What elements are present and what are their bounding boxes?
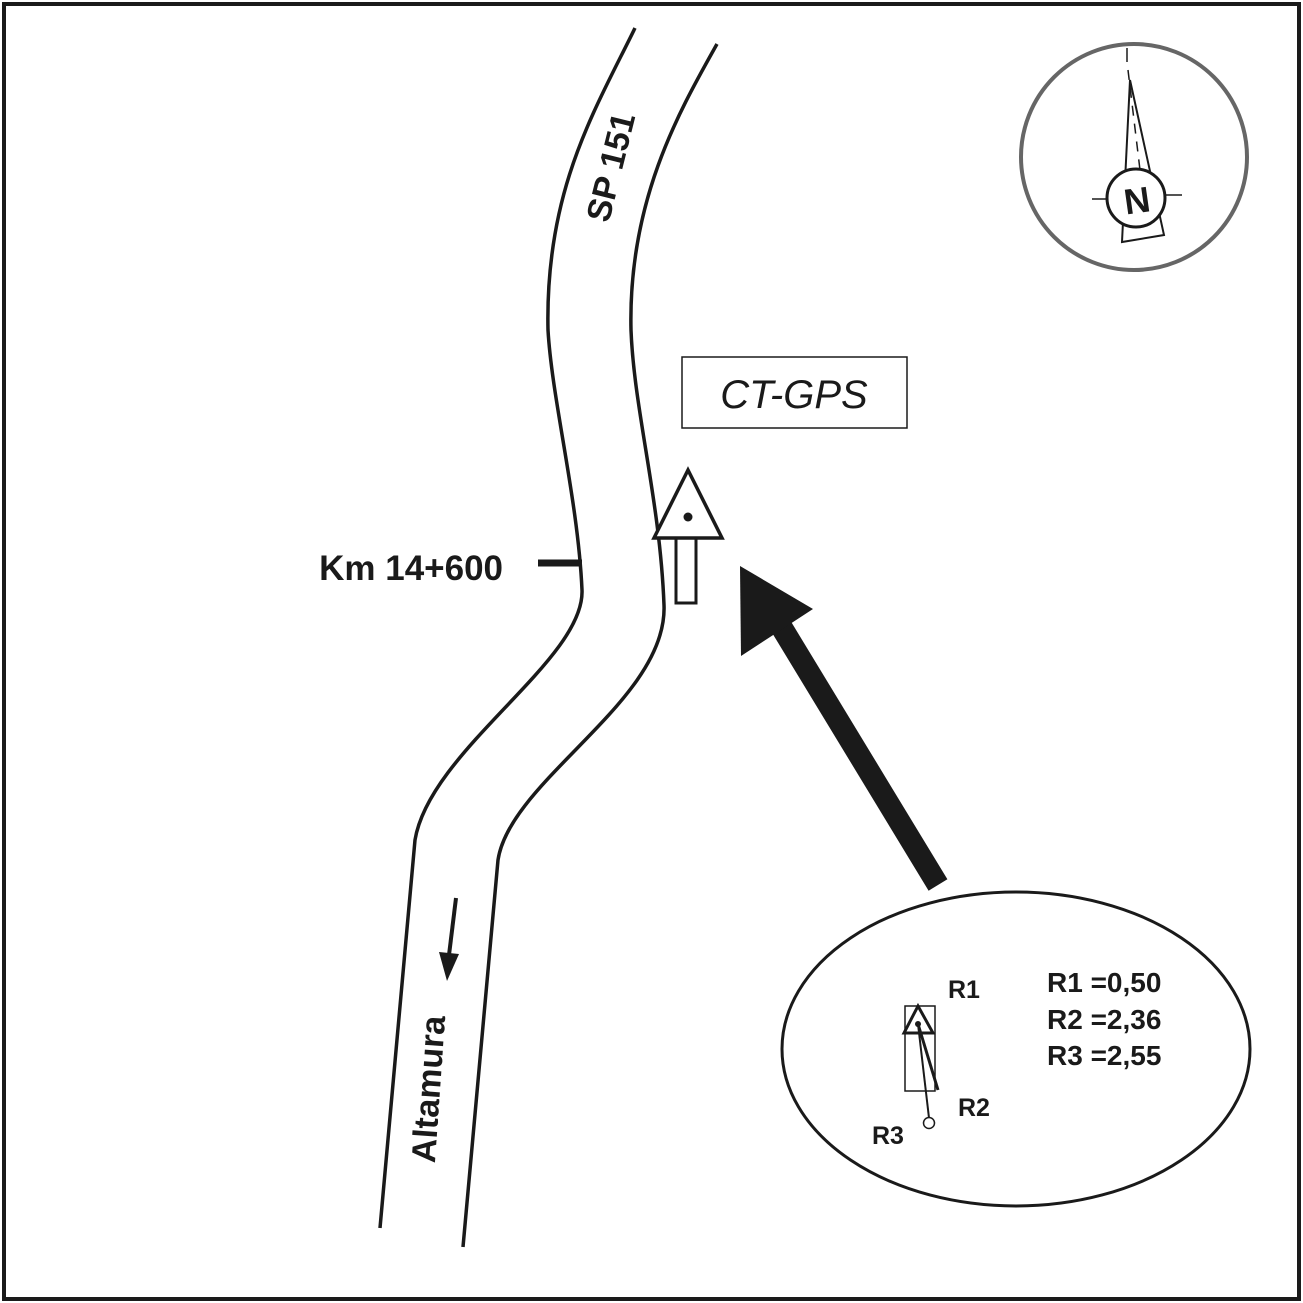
distance-r1-text: R1 =0,50 bbox=[1047, 967, 1161, 998]
pointer-arrow-shaft bbox=[772, 622, 948, 891]
distance-r2-text: R2 =2,36 bbox=[1047, 1004, 1161, 1035]
detail-r1-label: R1 bbox=[948, 976, 980, 1004]
station-label-box bbox=[681, 356, 908, 429]
station-triangle-icon bbox=[651, 466, 725, 540]
road-edge-right bbox=[461, 43, 719, 1248]
compass-ring bbox=[1019, 42, 1249, 272]
compass-needle-icon bbox=[1120, 79, 1166, 244]
detail-ellipse bbox=[780, 890, 1252, 1208]
direction-label: Altamura bbox=[405, 1013, 453, 1164]
detail-r3-label: R3 bbox=[872, 1122, 904, 1150]
station-center-dot bbox=[683, 512, 693, 522]
direction-arrow-head bbox=[439, 952, 459, 981]
station-post bbox=[674, 536, 698, 605]
compass-north-letter: N bbox=[1121, 178, 1152, 222]
road-edge-left bbox=[378, 27, 637, 1229]
compass-center-circle bbox=[1105, 167, 1167, 229]
detail-line-r3 bbox=[917, 1023, 930, 1119]
direction-arrow-shaft bbox=[447, 897, 458, 956]
detail-line-r2 bbox=[916, 1023, 940, 1091]
station-label: CT-GPS bbox=[720, 373, 868, 417]
pointer-arrow-head bbox=[740, 566, 813, 656]
detail-r3-circle bbox=[922, 1116, 936, 1130]
detail-r2-label: R2 bbox=[958, 1094, 990, 1122]
km-marker-label: Km 14+600 bbox=[319, 549, 503, 588]
distance-r3-text: R3 =2,55 bbox=[1047, 1040, 1161, 1071]
detail-post bbox=[904, 1005, 936, 1092]
